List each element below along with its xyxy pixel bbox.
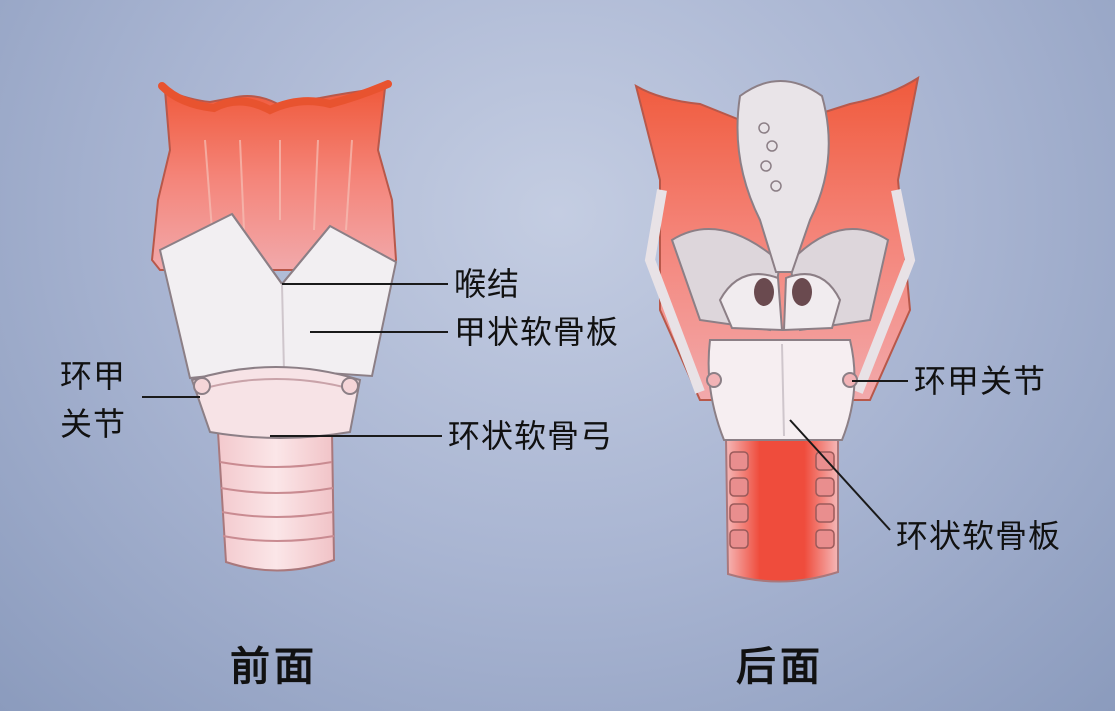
back-trachea	[724, 437, 839, 583]
front-trachea	[216, 431, 336, 572]
back-epiglottis	[736, 80, 830, 273]
front-leader-lines	[142, 283, 448, 437]
back-leader-lines	[789, 380, 908, 531]
label-thyroid-lamina: 甲状软骨板	[454, 313, 620, 351]
label-cricoid-arch: 环状软骨弓	[448, 417, 614, 455]
back-larynx-figure	[634, 75, 920, 583]
label-cricothyroid-joint-line2: 关节	[60, 405, 127, 443]
label-cricothyroid-joint-line1: 环甲	[60, 357, 127, 395]
label-cricothyroid-joint: 环甲关节	[914, 362, 1047, 400]
caption-back-view: 后面	[736, 644, 824, 690]
label-cricoid-lamina: 环状软骨板	[896, 517, 1062, 555]
label-laryngeal-prominence: 喉结	[454, 265, 521, 303]
caption-front-view: 前面	[230, 644, 318, 690]
front-larynx-figure	[150, 80, 398, 572]
back-cricoid-lamina	[707, 339, 856, 441]
front-cricoid-arch	[190, 366, 362, 439]
